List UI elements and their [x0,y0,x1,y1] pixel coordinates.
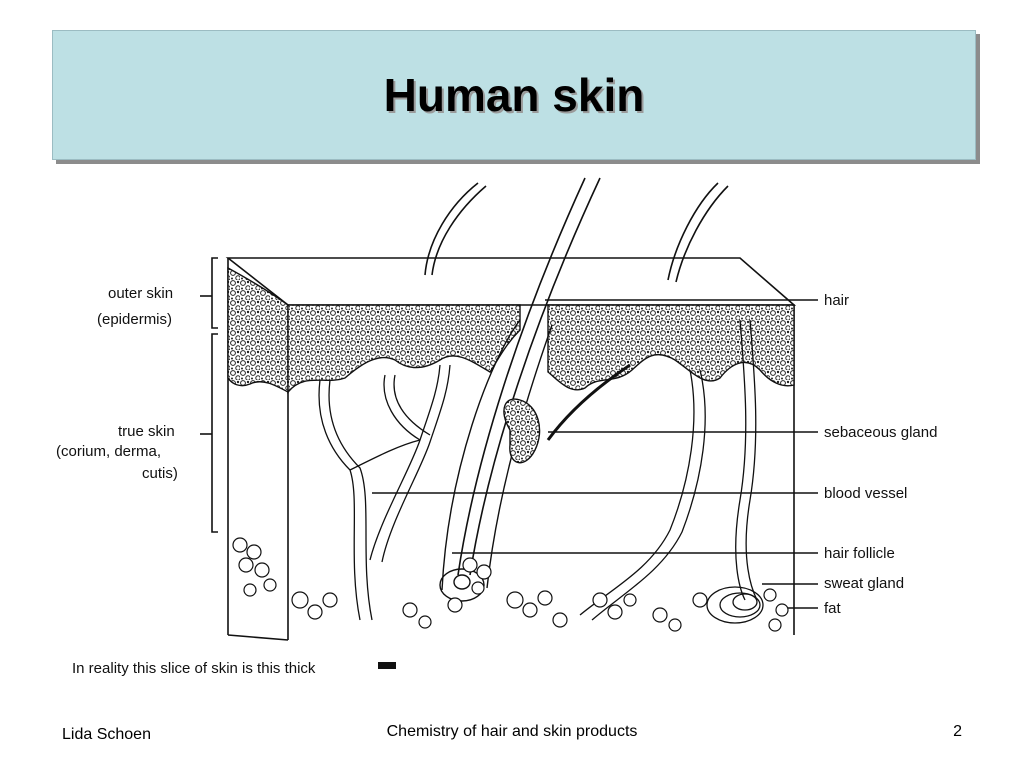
epidermis-layer [227,266,795,394]
label-cutis: cutis) [142,465,178,482]
sebaceous-gland [503,363,631,464]
hair-shafts [424,177,729,576]
label-hair-follicle: hair follicle [824,545,895,562]
footer-author: Lida Schoen [62,726,151,743]
label-hair: hair [824,292,849,309]
label-sebaceous-gland: sebaceous gland [824,424,937,441]
layer-brackets [200,257,218,533]
label-sweat-gland: sweat gland [824,575,904,592]
label-blood-vessel: blood vessel [824,485,907,502]
label-corium: (corium, derma, [56,443,161,460]
thickness-caption: In reality this slice of skin is this th… [72,660,316,677]
blood-vessels [318,319,758,621]
footer-course-title: Chemistry of hair and skin products [386,723,638,740]
right-labels: hair sebaceous gland blood vessel hair f… [824,292,937,617]
label-fat: fat [824,600,842,617]
hair-follicle [439,319,553,602]
label-true-skin: true skin [118,423,175,440]
left-labels: outer skin (epidermis) true skin (corium… [56,285,178,482]
fat-layer [232,537,789,632]
slide-title: Human skin [383,69,645,121]
page-number: 2 [953,723,962,740]
title-banner: Human skin [52,30,976,160]
sweat-gland [706,586,764,624]
pointer-lines [372,299,818,609]
thickness-marker [378,662,396,669]
label-outer-skin: outer skin [108,285,173,302]
label-epidermis: (epidermis) [97,311,172,328]
